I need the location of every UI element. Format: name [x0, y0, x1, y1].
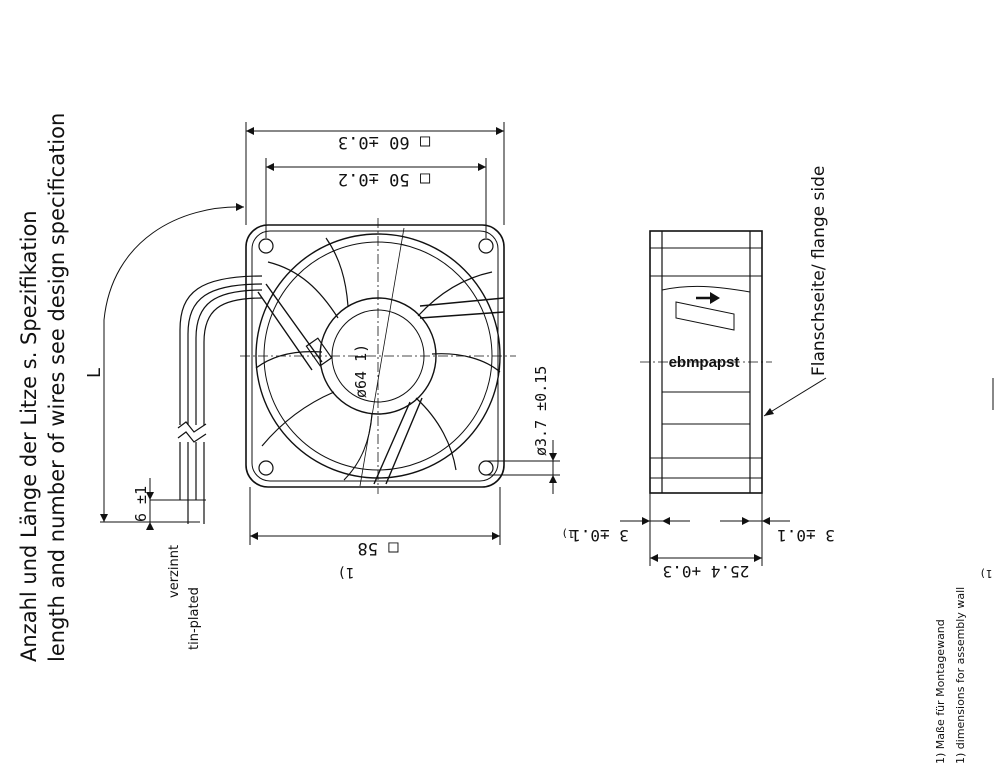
mount-hole-tl: [258, 238, 274, 254]
mount-hole-br: [478, 460, 494, 476]
hole-spacing-label: □ 50 ±0.2: [338, 169, 430, 189]
hole-spacing-dimension: □ 50 ±0.2: [265, 158, 487, 238]
hole-diameter-dimension: ø3.7 ±0.15: [486, 366, 560, 494]
outer-width-dimension: □ 60 ±0.3: [245, 122, 505, 225]
depth-dimension: 25.4 +0.3: [649, 493, 763, 581]
fan-front-view: ø64 1): [240, 218, 516, 494]
flange-left-ref: 1): [561, 527, 574, 540]
footnote-ref-marker: 1): [979, 567, 992, 580]
footnote-de: 1) Maße für Montagewand: [934, 619, 947, 764]
fan-side-view: ebmpapst: [640, 230, 772, 494]
assembly-dimension: □ 58 1): [249, 487, 501, 580]
wire-length-dimension: L: [84, 203, 245, 523]
flange-side-callout: Flanschseite/ flange side: [763, 166, 829, 417]
lead-wires: [177, 275, 263, 524]
brand-label: ebmpapst: [669, 354, 740, 371]
hub-diameter-label: ø64 1): [352, 344, 370, 398]
wire-end-dim-label: 6 ±1: [132, 486, 150, 522]
hole-diameter-label: ø3.7 ±0.15: [532, 366, 550, 456]
spec-note-en: length and number of wires see design sp…: [45, 113, 69, 662]
tin-note-en: tin-plated: [187, 587, 202, 650]
flange-thickness-left: 3 ±0.1 1): [561, 517, 690, 545]
depth-label: 25.4 +0.3: [663, 562, 750, 581]
flange-left-label: 3 ±0.1: [571, 526, 629, 545]
length-symbol: L: [84, 368, 105, 378]
mount-hole-bl: [258, 460, 274, 476]
flange-thickness-right: 3 ±0.1: [720, 517, 835, 545]
outer-width-label: □ 60 ±0.3: [338, 132, 430, 152]
wire-end-dimension: 6 ±1: [132, 478, 186, 530]
assembly-dim-ref: 1): [338, 564, 355, 580]
footnote-en: 1) dimensions for assembly wall: [954, 587, 967, 764]
flange-side-label: Flanschseite/ flange side: [809, 166, 829, 376]
assembly-dim-label: □ 58: [358, 538, 399, 558]
spec-note-de: Anzahl und Länge der Litze s. Spezifikat…: [17, 210, 41, 662]
mount-hole-tr: [478, 238, 494, 254]
tin-note-de: verzinnt: [167, 545, 182, 598]
flange-right-label: 3 ±0.1: [777, 526, 835, 545]
